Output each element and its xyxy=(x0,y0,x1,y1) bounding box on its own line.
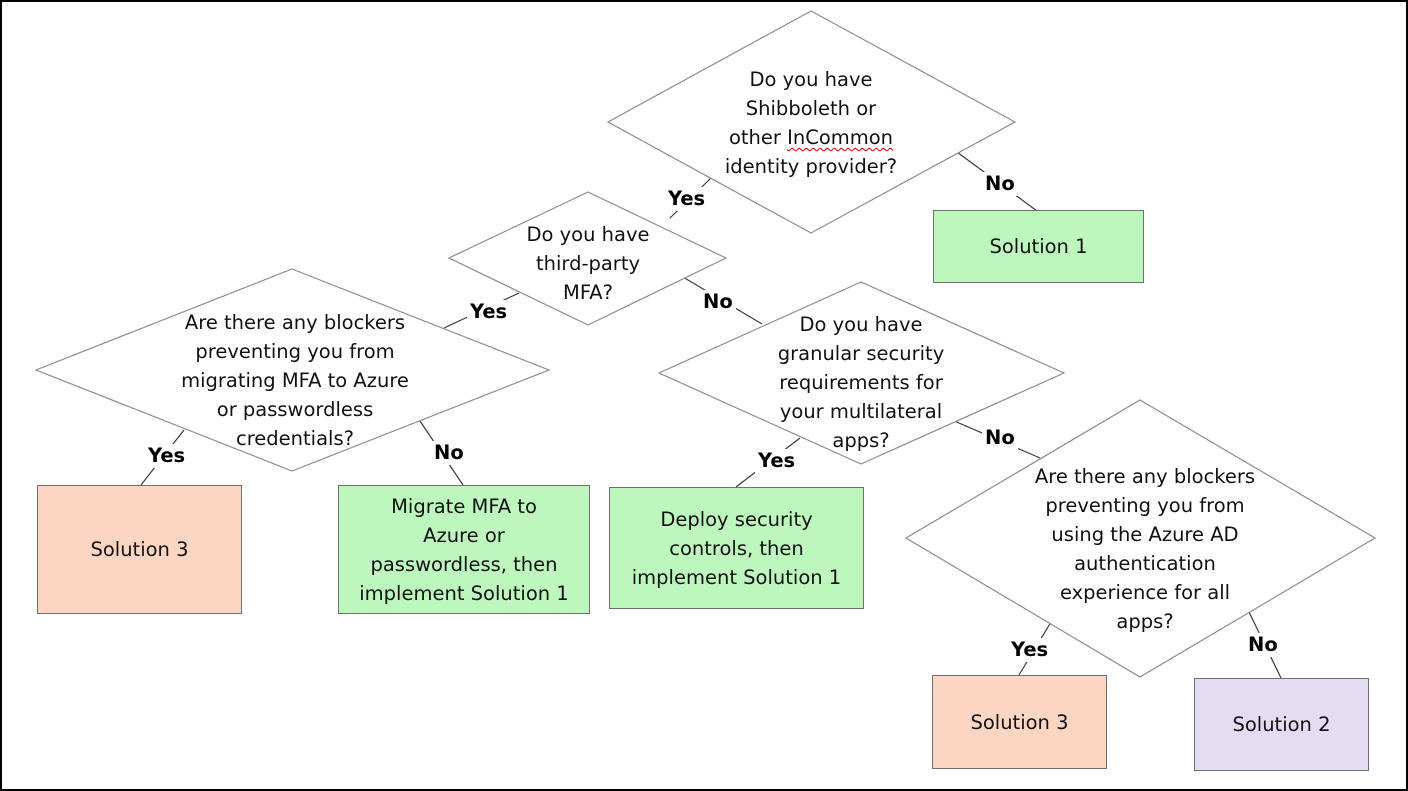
o4-line-2: controls, then xyxy=(669,536,804,560)
outcome-solution-3-right-text: Solution 3 xyxy=(970,710,1069,734)
decision-q3-shape xyxy=(34,268,551,472)
outcome-solution-1: Solution 1 xyxy=(933,210,1144,283)
o2-line-4: implement Solution 1 xyxy=(359,581,569,605)
label-q4-yes: Yes xyxy=(755,449,799,473)
outcome-deploy-controls: Deploy security controls, then implement… xyxy=(609,487,864,609)
label-q5-no: No xyxy=(1245,633,1281,657)
outcome-solution-2-text: Solution 2 xyxy=(1232,713,1331,736)
label-q3-no: No xyxy=(431,441,467,465)
outcome-solution-3-right: Solution 3 xyxy=(932,675,1107,769)
outcome-solution-1-text: Solution 1 xyxy=(989,235,1088,258)
outcome-solution-3-left: Solution 3 xyxy=(37,485,242,614)
label-q3-yes: Yes xyxy=(145,444,189,468)
label-q5-yes: Yes xyxy=(1008,638,1052,662)
outcome-solution-2: Solution 2 xyxy=(1194,678,1369,771)
label-q2-no: No xyxy=(700,290,736,314)
decision-q2-shape xyxy=(447,191,728,326)
o4-line-1: Deploy security xyxy=(660,507,813,531)
outcome-solution-3-left-text: Solution 3 xyxy=(90,538,189,561)
decision-q5-shape xyxy=(904,399,1377,678)
label-q1-yes: Yes xyxy=(665,187,709,211)
label-q2-yes: Yes xyxy=(467,300,511,324)
label-q4-no: No xyxy=(982,426,1018,450)
decision-q1-shape xyxy=(606,10,1017,234)
label-q1-no: No xyxy=(982,172,1018,196)
outcome-migrate-mfa: Migrate MFA to Azure or passwordless, th… xyxy=(338,485,590,614)
o2-line-2: Azure or xyxy=(423,523,505,547)
o2-line-3: passwordless, then xyxy=(370,552,558,576)
decision-q4-shape xyxy=(657,281,1066,465)
o4-line-3: implement Solution 1 xyxy=(631,565,842,589)
o2-line-1: Migrate MFA to xyxy=(391,494,537,518)
